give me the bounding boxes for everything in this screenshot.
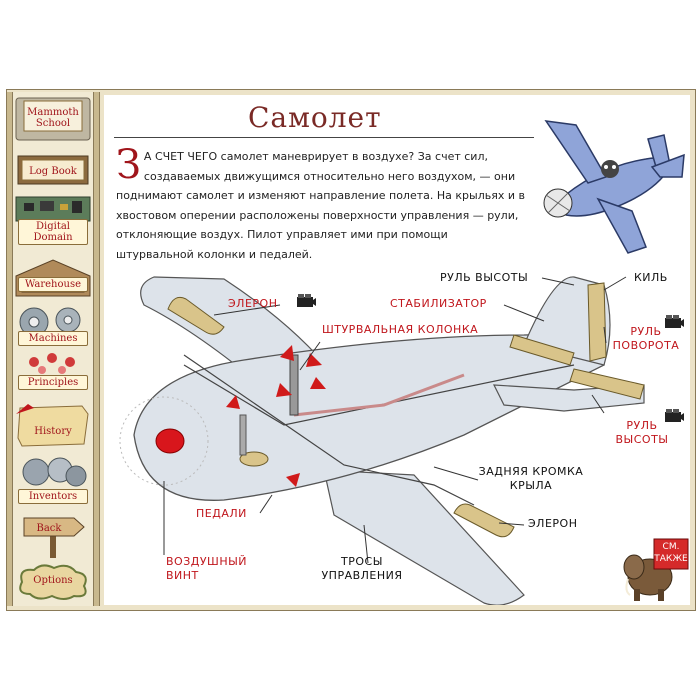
nav-label: Digital Domain xyxy=(18,219,88,245)
label-stabilizer: СТАБИЛИЗАТОР xyxy=(390,297,487,311)
see-also-button[interactable]: СМ.ТАКЖЕ xyxy=(620,533,692,605)
sidebar: Mammoth School Log Book Digital Domain W… xyxy=(8,92,98,606)
nav-machines[interactable]: Machines xyxy=(12,304,94,348)
nav-label: History xyxy=(18,425,88,438)
label-trailing-edge: ЗАДНЯЯ КРОМКА КРЫЛА xyxy=(476,465,586,493)
video-camera-icon[interactable] xyxy=(296,293,316,309)
nav-label: Back xyxy=(22,522,76,535)
nav-inventors[interactable]: Inventors xyxy=(12,454,94,508)
nav-label: Mammoth School xyxy=(18,106,88,130)
label-control-column: ШТУРВАЛЬНАЯ КОЛОНКА xyxy=(322,323,422,337)
nav-label: Principles xyxy=(18,375,88,390)
label-aileron-bottom: ЭЛЕРОН xyxy=(528,517,577,531)
label-fin: КИЛЬ xyxy=(634,271,668,285)
nav-digital-domain[interactable]: Digital Domain xyxy=(12,195,94,247)
label-pedals: ПЕДАЛИ xyxy=(196,507,247,521)
nav-back-button[interactable]: Back xyxy=(12,510,94,558)
nav-principles[interactable]: Principles xyxy=(12,350,94,392)
label-elevator-top: РУЛЬ ВЫСОТЫ xyxy=(440,271,528,285)
label-rudder: РУЛЬ ПОВОРОТА xyxy=(606,325,686,353)
nav-label: Warehouse xyxy=(18,277,88,292)
nav-label: Options xyxy=(18,574,88,587)
nav-log-book[interactable]: Log Book xyxy=(12,152,94,188)
label-control-cables: ТРОСЫ УПРАВЛЕНИЯ xyxy=(312,555,412,583)
label-propeller: ВОЗДУШНЫЙ ВИНТ xyxy=(166,555,266,583)
nav-options[interactable]: Options xyxy=(12,562,94,602)
label-leaders xyxy=(104,95,690,605)
nav-history[interactable]: History xyxy=(12,402,94,450)
nav-mammoth-school[interactable]: Mammoth School xyxy=(12,96,94,142)
nav-label: Log Book xyxy=(18,165,88,178)
nav-warehouse[interactable]: Warehouse xyxy=(12,258,94,298)
label-elevator-right: РУЛЬ ВЫСОТЫ xyxy=(606,419,678,447)
label-aileron-top: ЭЛЕРОН xyxy=(228,297,277,311)
nav-label: Machines xyxy=(18,331,88,346)
see-also-label: СМ.ТАКЖЕ xyxy=(654,541,688,565)
sidebar-rail-right xyxy=(93,92,100,606)
nav-label: Inventors xyxy=(18,489,88,504)
